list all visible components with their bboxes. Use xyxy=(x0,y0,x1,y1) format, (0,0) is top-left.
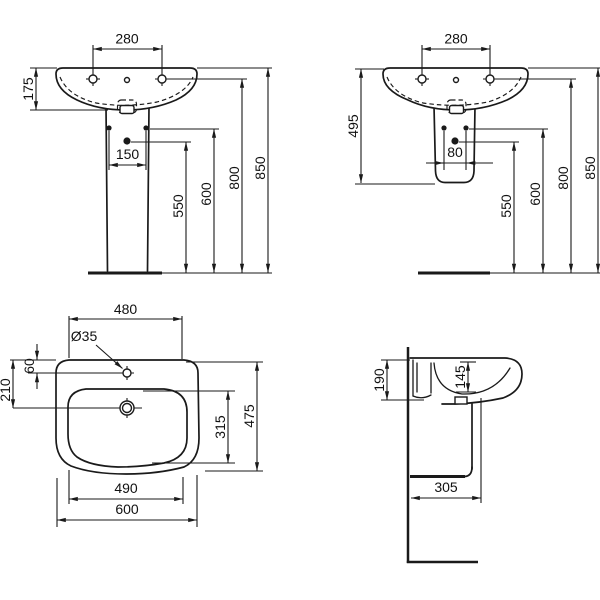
bowl-inner-outline xyxy=(67,388,188,468)
dim-overall-depth: 475 xyxy=(186,361,263,472)
dim-label: 305 xyxy=(434,479,458,495)
dim-drain-height: 550 xyxy=(459,141,519,273)
dim-bowl-inner-depth: 315 xyxy=(143,390,235,464)
dim-fixing-height: 600 xyxy=(469,128,548,273)
dim-label: 850 xyxy=(252,156,268,180)
dim-label: Ø35 xyxy=(71,328,98,344)
basin-outline xyxy=(382,67,529,111)
view-plan: 480 Ø35 60 210 315 xyxy=(0,301,263,527)
dim-label: 800 xyxy=(555,166,571,190)
basin-profile-outline xyxy=(409,357,523,405)
center-tap-hole xyxy=(123,76,131,84)
pedestal-left-edge xyxy=(105,105,109,272)
fixing-bolt-right xyxy=(463,125,469,131)
dim-bowl-inner-width: 490 xyxy=(68,470,184,504)
dim-label: 145 xyxy=(452,365,468,389)
dim-basin-height: 175 xyxy=(20,67,108,111)
dim-bowl-inner-depth: 145 xyxy=(452,361,476,393)
view-side-section: 190 145 305 xyxy=(371,347,523,564)
dim-basin-rear-height: 800 xyxy=(226,78,245,273)
semi-pedestal-corner xyxy=(463,466,473,478)
dim-label: 480 xyxy=(114,301,138,317)
dim-label: 490 xyxy=(114,480,138,496)
dim-overall-height: 850 xyxy=(528,67,600,273)
dim-label: 150 xyxy=(116,146,140,162)
dim-semi-pedestal-height: 495 xyxy=(345,68,435,185)
center-tap-hole xyxy=(452,76,460,84)
tap-hole xyxy=(122,368,132,378)
overflow-slot xyxy=(119,104,135,115)
dim-label: 600 xyxy=(198,182,214,206)
dim-label: 280 xyxy=(444,31,468,47)
fixing-bolt-left xyxy=(441,125,447,131)
dim-label: 190 xyxy=(371,368,387,392)
view-front-semi-pedestal: 280 495 80 550 600 xyxy=(345,31,600,275)
pedestal-right-edge xyxy=(146,105,150,272)
dim-tap-hole-centers: 280 xyxy=(92,31,163,52)
dim-tap-hole-offset: 60 xyxy=(10,344,56,389)
dim-fixing-bolt-centers: 150 xyxy=(108,131,147,170)
bowl-inner-profile xyxy=(433,362,511,395)
dim-tap-hole-centers: 280 xyxy=(421,31,491,52)
dim-label: 315 xyxy=(212,415,228,439)
view-front-pedestal: 280 175 150 550 600 800 xyxy=(20,31,272,275)
dim-label: 80 xyxy=(447,144,463,160)
dim-wall-projection: 305 xyxy=(410,398,482,503)
basin-outline xyxy=(55,67,198,111)
tap-hole-right xyxy=(485,74,495,84)
dim-label: 550 xyxy=(498,194,514,218)
dim-drain-offset: 210 xyxy=(0,359,16,409)
dim-label: 175 xyxy=(20,77,36,101)
dim-fixing-bolt-centers: 80 xyxy=(426,131,493,170)
dim-label: 600 xyxy=(527,182,543,206)
overflow-slot xyxy=(448,104,465,115)
dim-label: 850 xyxy=(582,156,598,180)
drain-point xyxy=(451,137,459,145)
dim-label: 600 xyxy=(115,501,139,517)
dim-label: 60 xyxy=(21,358,37,374)
dim-label: 800 xyxy=(226,166,242,190)
dim-rear-width: 480 xyxy=(68,301,183,359)
drain-inner-circle xyxy=(121,402,133,414)
dim-label: 475 xyxy=(241,404,257,428)
dim-overall-height: 850 xyxy=(197,67,272,273)
callout-tap-hole-diameter: Ø35 xyxy=(71,328,123,369)
drain-point xyxy=(123,137,131,145)
dim-drain-height: 550 xyxy=(131,141,191,273)
dim-basin-section-height: 190 xyxy=(371,359,424,401)
dim-label: 280 xyxy=(115,31,139,47)
fixing-bolt-left xyxy=(106,125,112,131)
drain-trap-section xyxy=(454,396,468,405)
dim-basin-rear-height: 800 xyxy=(555,78,574,273)
tap-deck-section-arc xyxy=(412,394,432,399)
callout-leader-arrow xyxy=(95,344,123,369)
dim-label: 550 xyxy=(170,194,186,218)
dim-overall-width: 600 xyxy=(56,475,198,527)
tap-hole-left xyxy=(417,74,427,84)
tap-hole-right xyxy=(157,74,167,84)
dim-fixing-height: 600 xyxy=(150,128,219,273)
dim-label: 495 xyxy=(345,114,361,138)
tap-hole-left xyxy=(88,74,98,84)
dim-label: 210 xyxy=(0,378,13,402)
fixing-bolt-right xyxy=(143,125,149,131)
